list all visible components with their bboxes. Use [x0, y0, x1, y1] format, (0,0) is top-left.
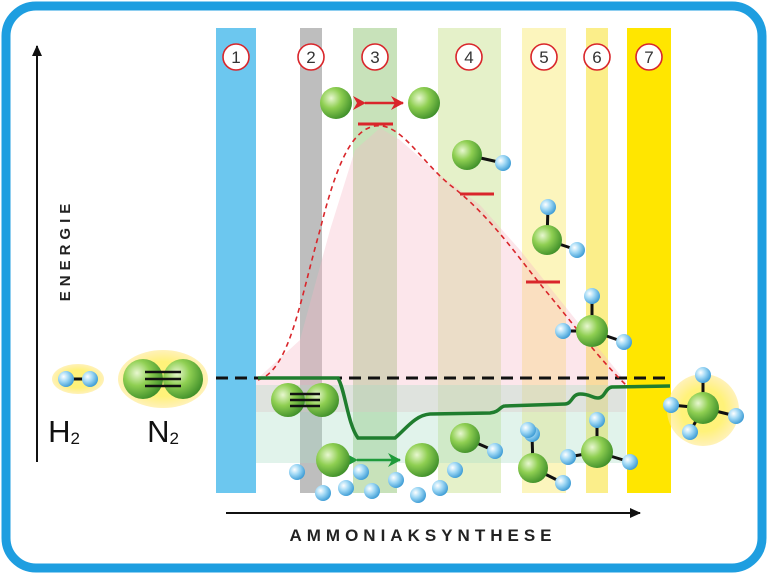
stage-label-4: 4 [455, 43, 483, 71]
svg-text:4: 4 [464, 48, 473, 67]
nh3-molecule-icon [555, 288, 632, 350]
stage-band-5 [522, 28, 566, 493]
n-atom-icon [405, 443, 439, 477]
svg-text:3: 3 [370, 48, 379, 67]
h-atom-icon [447, 462, 463, 478]
stage-band-1 [216, 28, 256, 493]
svg-text:6: 6 [592, 48, 601, 67]
svg-text:5: 5 [539, 48, 548, 67]
h-atom-icon [520, 422, 536, 438]
stage-label-1: 1 [222, 43, 250, 71]
n2-adsorbed-molecule-icon [271, 383, 339, 417]
stage-labels: 1 2 3 4 5 6 7 [222, 43, 663, 71]
h2-formula: H2 [48, 414, 80, 449]
h-atom-icon [364, 483, 380, 499]
catalyzed-energy-curve [258, 376, 671, 440]
stage-band-7 [627, 28, 671, 493]
svg-text:2: 2 [306, 48, 315, 67]
uncatalyzed-energy-curve [257, 125, 627, 386]
stage-band-4 [438, 28, 501, 493]
h-atom-icon [432, 480, 448, 496]
stage-label-2: 2 [297, 43, 325, 71]
h-atom-icon [289, 464, 305, 480]
n2-molecule-icon [118, 350, 208, 408]
n-atom-icon [316, 443, 350, 477]
h-atom-icon [410, 487, 426, 503]
nh3-molecule-icon [560, 412, 638, 470]
nh-molecule-icon [450, 423, 503, 459]
stage-label-5: 5 [530, 43, 558, 71]
nh-molecule-icon [452, 140, 511, 171]
uncatalyzed-region [256, 128, 626, 412]
stage-label-7: 7 [635, 43, 663, 71]
x-axis-label: AMMONIAKSYNTHESE [289, 526, 556, 545]
n-atom-icon [320, 87, 352, 119]
h-atom-icon [353, 464, 369, 480]
h2-molecule-icon [52, 364, 104, 394]
n-atom-icon [408, 87, 440, 119]
svg-text:1: 1 [231, 48, 240, 67]
stage-label-6: 6 [583, 43, 611, 71]
svg-text:7: 7 [644, 48, 653, 67]
nh2-molecule-icon [532, 199, 585, 258]
molecule-icons: H2 N2 [48, 87, 744, 503]
stage-label-3: 3 [361, 43, 389, 71]
nh3-product-molecule-icon [663, 367, 744, 446]
y-axis-label: ENERGIE [57, 199, 74, 302]
h-atom-icon [338, 480, 354, 496]
stage-bands [216, 28, 671, 493]
hydrogen-atoms-cluster [289, 422, 536, 503]
n2-formula: N2 [147, 414, 179, 449]
h-atom-icon [388, 472, 404, 488]
h-atom-icon [315, 485, 331, 501]
